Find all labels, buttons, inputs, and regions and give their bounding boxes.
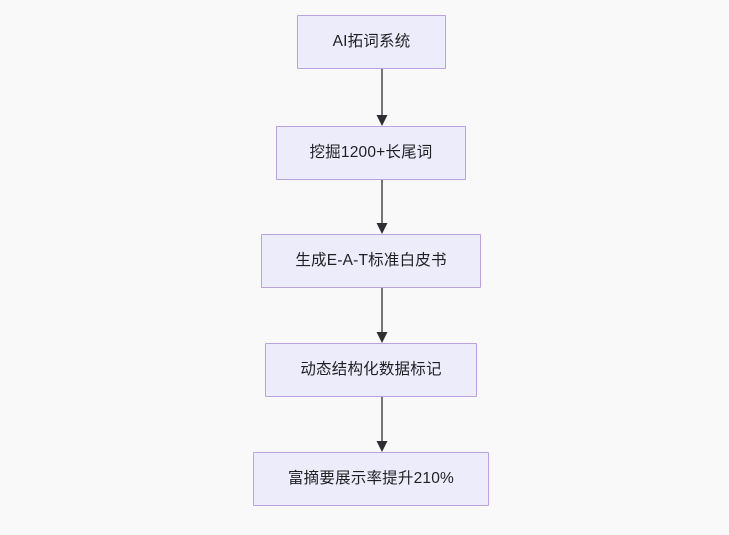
- arrowhead-icon: [376, 115, 387, 126]
- arrowhead-icon: [376, 223, 387, 234]
- flowchart-node-4-label: 动态结构化数据标记: [300, 361, 442, 379]
- arrowhead-icon: [376, 332, 387, 343]
- flowchart-node-1-label: AI拓词系统: [332, 33, 411, 51]
- edge-arrow-svg-1: [376, 69, 387, 126]
- edge-arrow-svg-4: [376, 397, 387, 452]
- flowchart-node-5-label: 富摘要展示率提升210%: [287, 470, 455, 488]
- edge-arrow-svg-3: [376, 288, 387, 343]
- flowchart-node-2[interactable]: 挖掘1200+长尾词: [276, 126, 466, 180]
- flowchart-node-1[interactable]: AI拓词系统: [297, 15, 446, 69]
- flowchart-node-3[interactable]: 生成E-A-T标准白皮书: [261, 234, 481, 288]
- flowchart-node-2-label: 挖掘1200+长尾词: [309, 144, 433, 162]
- flowchart-node-3-label: 生成E-A-T标准白皮书: [295, 252, 447, 270]
- flowchart-node-4[interactable]: 动态结构化数据标记: [265, 343, 477, 397]
- edge-arrow-svg-2: [376, 180, 387, 234]
- flowchart-node-5[interactable]: 富摘要展示率提升210%: [253, 452, 489, 506]
- arrowhead-icon: [376, 441, 387, 452]
